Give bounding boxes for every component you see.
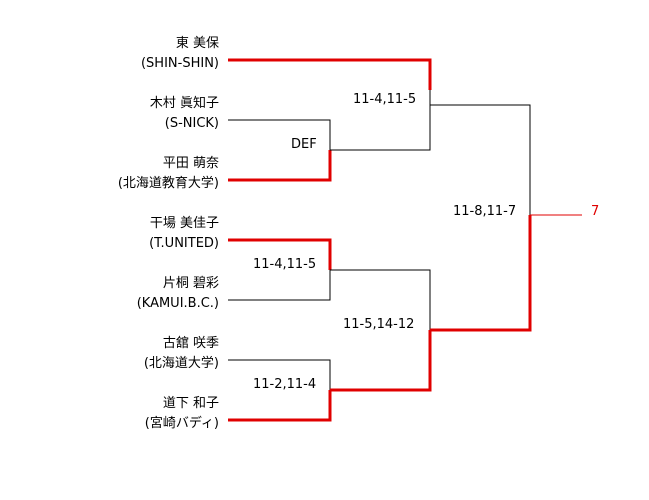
player-club-6: (北海道大学) [143, 356, 219, 371]
bracket-line-p3 [228, 150, 332, 182]
score-r2-m1: 11-4,11-5 [353, 92, 417, 107]
player-name-4: 干場 美佳子 [149, 216, 219, 231]
champion-result: 7 [591, 204, 600, 219]
player-name-5: 片桐 碧彩 [162, 276, 219, 291]
bracket-line-p2 [228, 119, 331, 150]
score-r2-m2: 11-5,14-12 [343, 317, 415, 332]
bracket-line-m2-out [330, 269, 431, 330]
player-name-7: 道下 和子 [162, 396, 219, 411]
bracket-line-m1-out [330, 90, 431, 151]
player-club-5: (KAMUI.B.C.) [136, 296, 219, 311]
score-r1-m3: 11-2,11-4 [253, 377, 317, 392]
player-name-1: 東 美保 [175, 36, 219, 51]
score-r1-m2: 11-4,11-5 [253, 257, 317, 272]
bracket-line-p5 [228, 270, 331, 301]
score-r1-m1: DEF [291, 137, 317, 152]
player-name-3: 平田 萌奈 [162, 156, 219, 171]
bracket-line-p7 [228, 390, 332, 422]
player-club-3: (北海道教育大学) [117, 176, 219, 191]
bracket-line-p6 [228, 359, 331, 390]
player-name-2: 木村 眞知子 [149, 96, 219, 111]
bracket-line-r2m2-out [430, 215, 532, 332]
bracket-line-p1 [228, 58, 432, 90]
player-club-7: (宮崎バディ) [144, 416, 219, 431]
player-club-2: (S-NICK) [164, 116, 219, 131]
bracket-line-p4 [228, 238, 332, 270]
score-final: 11-8,11-7 [453, 204, 517, 219]
bracket-line-r2m1-out [429, 90, 531, 215]
player-name-6: 古舘 咲季 [162, 336, 219, 351]
player-club-4: (T.UNITED) [149, 236, 219, 251]
player-club-1: (SHIN-SHIN) [140, 56, 219, 71]
bracket-line-m3-out [330, 330, 432, 392]
